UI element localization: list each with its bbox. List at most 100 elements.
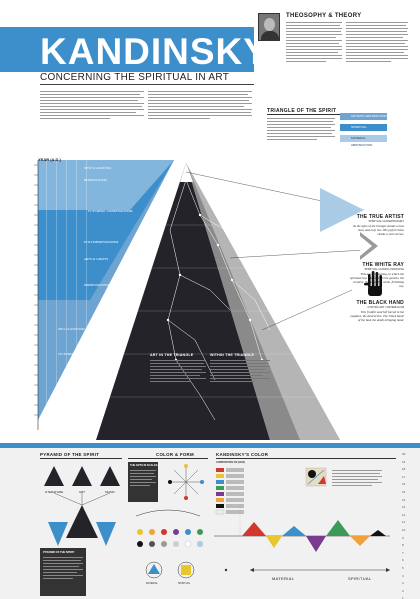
pyramid-section-rule bbox=[40, 458, 122, 459]
pyramid-info-box: PYRAMID OF THE SPIRIT bbox=[40, 548, 86, 596]
timeline-entry: ROCOCO bbox=[56, 423, 70, 427]
kandinsky-color-rule bbox=[216, 458, 396, 459]
chart-number: 18 bbox=[402, 467, 406, 472]
true-artist-sub: SPIRITUAL GUIDE/PROPHET bbox=[368, 220, 404, 223]
color-form-title: COLOR & FORM bbox=[156, 452, 194, 457]
form-circle-spiritual bbox=[177, 561, 195, 579]
form-square-spiritual bbox=[181, 565, 191, 575]
white-ray-sub: SPIRITUAL GUIDING PRINCIPLE bbox=[364, 268, 404, 271]
legend-row-artistic: ARTISTIC ABSTRACTION bbox=[340, 112, 387, 120]
pyramid-label-art: ART bbox=[79, 490, 85, 494]
theory-text-col2 bbox=[148, 91, 252, 121]
portrait-body bbox=[261, 31, 279, 41]
title-band bbox=[0, 27, 254, 72]
true-artist-quote: At the apex of the triangle stands a lon… bbox=[353, 224, 404, 236]
chart-number: 4 bbox=[402, 573, 404, 578]
theory-text-col3 bbox=[286, 22, 342, 64]
form-triangle-material bbox=[148, 564, 160, 574]
theory-text-col1 bbox=[40, 91, 144, 121]
kandinsky-color-title: KANDINSKY'S COLOR bbox=[216, 452, 269, 457]
axis-arrow-left bbox=[250, 568, 254, 572]
color-dot-row bbox=[137, 529, 203, 548]
color-swatch-grid bbox=[215, 468, 244, 515]
portrait-image bbox=[258, 13, 280, 41]
color-form-diagram bbox=[135, 464, 204, 579]
pyramid-icon-art bbox=[72, 466, 92, 486]
page-subtitle: CONCERNING THE SPIRITUAL IN ART bbox=[40, 72, 230, 83]
page-title: KANDINSKY bbox=[40, 31, 269, 72]
axis-material-label: MATERIAL bbox=[272, 576, 295, 581]
timeline-entry: ARTS & CRAFTS bbox=[84, 257, 109, 261]
within-triangle-heading: WITHIN THE TRIANGLE bbox=[210, 353, 255, 357]
year-ticks bbox=[34, 164, 38, 416]
chart-number: 2 bbox=[402, 588, 404, 593]
bottom-band bbox=[0, 443, 420, 448]
legend-label: ARTISTIC ABSTRACTION bbox=[349, 112, 387, 120]
pyramid-label-music: MUSIC bbox=[105, 490, 115, 494]
chart-number: 9 bbox=[402, 535, 404, 540]
chart-number: 10 bbox=[402, 527, 406, 532]
theosophy-title: THEOSOPHY & THEORY bbox=[286, 13, 362, 19]
timeline-entry: IMPRESSIONISM bbox=[84, 283, 110, 287]
timeline-entry: NEW CLASSICISM bbox=[84, 166, 111, 170]
chart-number: 20 bbox=[402, 452, 406, 456]
pyramid-box-title: PYRAMID OF THE SPIRIT bbox=[43, 551, 75, 554]
pyramid-blue-right bbox=[96, 522, 116, 546]
triangle-title-rule bbox=[267, 114, 377, 115]
chart-number: 14 bbox=[402, 497, 406, 502]
white-ray-title: THE WHITE RAY bbox=[362, 262, 404, 268]
color-arc bbox=[135, 509, 201, 517]
color-dot-red bbox=[184, 496, 188, 500]
true-artist-title: THE TRUE ARTIST bbox=[356, 214, 404, 220]
chart-number: 3 bbox=[402, 581, 404, 586]
timeline-entry: ROMANTICISM bbox=[56, 389, 79, 393]
kandinsky-text bbox=[332, 470, 382, 486]
pyramid-combined bbox=[66, 505, 98, 538]
legend-swatch bbox=[340, 112, 349, 120]
black-hand-sub: CONTRA-ART / MATERIALISM bbox=[367, 306, 404, 309]
chart-number: 7 bbox=[402, 550, 404, 555]
header-rule bbox=[40, 84, 254, 85]
pyramid-icon-literature bbox=[44, 466, 64, 486]
chart-number: 12 bbox=[402, 512, 406, 517]
black-hand-icon bbox=[364, 271, 382, 296]
timeline-entry: VICTORIANISM bbox=[58, 352, 81, 356]
legend-row-material: MATERIAL ABSTRACTION bbox=[340, 134, 387, 147]
pyramid-connectors bbox=[53, 492, 111, 506]
chart-number: 15 bbox=[402, 489, 406, 494]
timeline-entry: FUTURISM / EXPRESSIONISM bbox=[88, 209, 133, 213]
portrait-face bbox=[264, 18, 275, 31]
chart-number: 16 bbox=[402, 482, 406, 487]
kandinsky-color-chart bbox=[214, 467, 390, 572]
art-in-triangle-text bbox=[150, 360, 206, 384]
black-hand-quote: This fruitful seed left forced in the ne… bbox=[350, 310, 404, 322]
legend-swatch bbox=[340, 134, 349, 142]
triangle-apex bbox=[180, 163, 193, 182]
form-circle-material bbox=[145, 561, 163, 579]
timeline-entry: NEO-CLASSICISM bbox=[58, 327, 85, 331]
kandinsky-color-sub: COMPOSITION VIII (1923) bbox=[216, 461, 245, 464]
color-chart-dot bbox=[224, 568, 228, 572]
art-in-triangle-heading: ART IN THE TRIANGLE bbox=[150, 353, 194, 357]
pyramid-diagram bbox=[44, 466, 120, 546]
triangle-title: TRIANGLE OF THE SPIRIT bbox=[267, 108, 337, 114]
color-label-spiritual: SPIRITUAL bbox=[178, 582, 191, 585]
color-dot-blue bbox=[200, 480, 204, 484]
color-label-material: MATERIAL bbox=[146, 582, 158, 585]
chart-number: 13 bbox=[402, 505, 406, 510]
pyramid-box-text bbox=[43, 557, 83, 581]
theory-text-col4 bbox=[346, 22, 408, 64]
white-ray-icon bbox=[360, 232, 378, 260]
timeline-entry: ROMANTICISM bbox=[84, 178, 107, 182]
chart-number: 8 bbox=[402, 543, 404, 548]
color-star bbox=[170, 466, 202, 498]
color-dot-black bbox=[168, 480, 172, 484]
legend-row-spiritual: SPIRITUAL ABSTRACTION bbox=[340, 123, 387, 136]
chart-number: 6 bbox=[402, 558, 404, 563]
pyramid-section-title: PYRAMID OF THE SPIRIT bbox=[40, 452, 100, 457]
blue-wedge-light bbox=[38, 160, 174, 210]
black-hand-title: THE BLACK HAND bbox=[356, 300, 404, 306]
composition-thumbnail bbox=[305, 467, 327, 487]
